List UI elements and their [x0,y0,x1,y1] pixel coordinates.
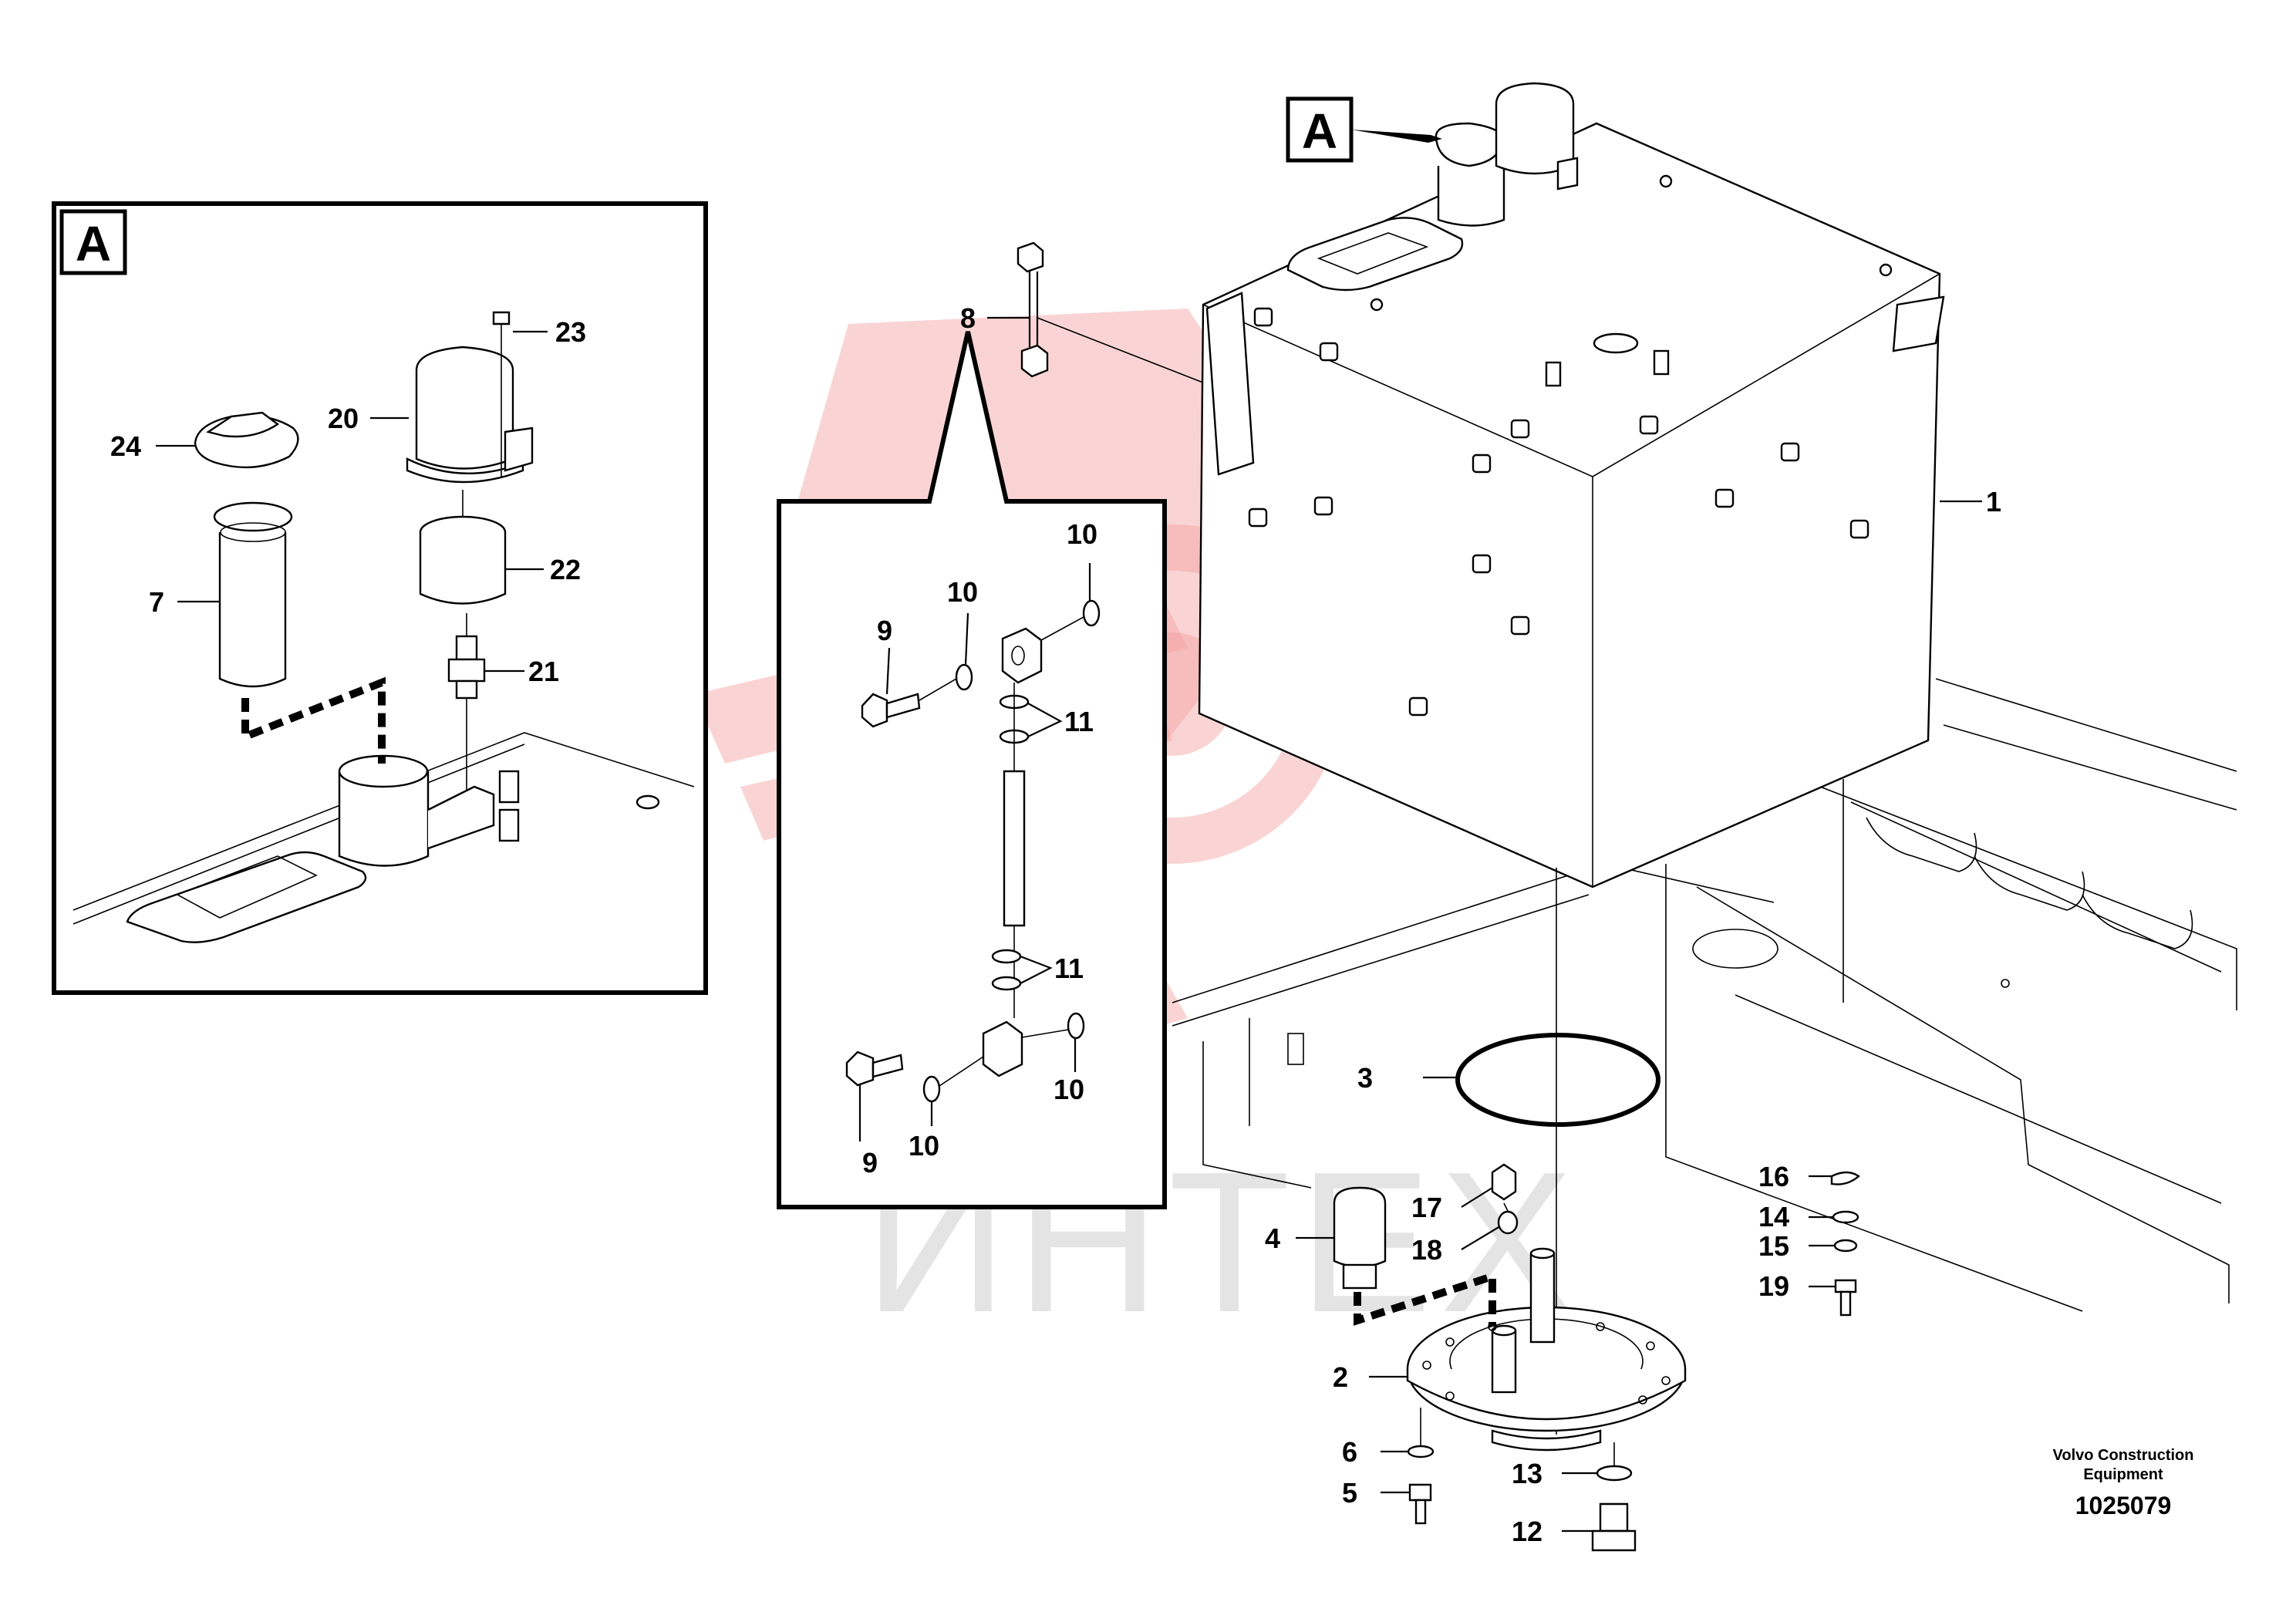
callout-10-b: 10 [1067,518,1097,550]
callout-9-upper: 9 [877,615,892,646]
callout-11-lower: 11 [1054,953,1084,984]
part-14-15-16-19-fasteners [1809,1171,1860,1317]
tank-bolt-heads [1248,307,1870,717]
part-17-18-plug [1461,1163,1519,1250]
view-a-marker: A [1286,96,1442,163]
part-2-flange [1369,1247,1687,1452]
callout-10-a: 10 [947,576,978,608]
part-4-filter [1296,1186,1387,1290]
callout-23: 23 [555,316,586,348]
callout-1: 1 [1986,486,2001,518]
callout-24: 24 [110,430,141,462]
callout-6: 6 [1342,1436,1357,1468]
part-3-gasket [1423,1033,1660,1127]
callout-8: 8 [960,302,976,334]
part-22-filter [419,515,507,605]
detail-a-inset: A [52,201,708,995]
callout-11-upper: 11 [1064,706,1094,737]
part-1-hydraulic-tank [1172,82,2237,1435]
part-21-valve [447,635,486,700]
callout-7: 7 [149,586,164,618]
callout-19: 19 [1758,1270,1789,1302]
view-a-marker-label: A [1302,103,1337,159]
callout-2: 2 [1333,1361,1348,1393]
callout-13: 13 [1512,1458,1542,1489]
part-24-cap [194,411,299,469]
callout-4: 4 [1265,1222,1280,1254]
part-5-6-bolt [1381,1408,1435,1525]
part-12-13-drain-plug [1562,1442,1637,1552]
part-7-strainer [213,501,293,688]
callout-20: 20 [328,403,359,434]
callout-labels: 1 2 3 4 5 6 7 8 9 9 10 10 10 10 11 11 12… [110,302,2001,1547]
callout-17: 17 [1411,1192,1442,1223]
callout-9-lower: 9 [862,1147,878,1179]
callout-10-c: 10 [1054,1074,1084,1105]
callout-12: 12 [1512,1516,1542,1547]
callout-22: 22 [550,554,581,585]
callout-15: 15 [1758,1230,1789,1262]
sight-gauge-inset [777,331,1167,1209]
brand-line-2: Equipment [2083,1466,2163,1483]
callout-3: 3 [1357,1062,1373,1094]
callout-18: 18 [1411,1234,1442,1266]
drawing-number: 1025079 [2075,1492,2172,1519]
title-block: Volvo Construction Equipment 1025079 [2053,1447,2194,1519]
part-23-screw [492,311,511,478]
callout-16: 16 [1758,1161,1789,1192]
brand-line-1: Volvo Construction [2053,1447,2194,1464]
callout-10-d: 10 [909,1130,939,1162]
callout-14: 14 [1758,1201,1789,1233]
part-8-sight-gauge [987,241,1212,386]
callout-5: 5 [1342,1477,1357,1509]
callout-21: 21 [528,656,559,687]
detail-a-label: A [76,216,111,271]
part-20-housing [406,346,534,484]
